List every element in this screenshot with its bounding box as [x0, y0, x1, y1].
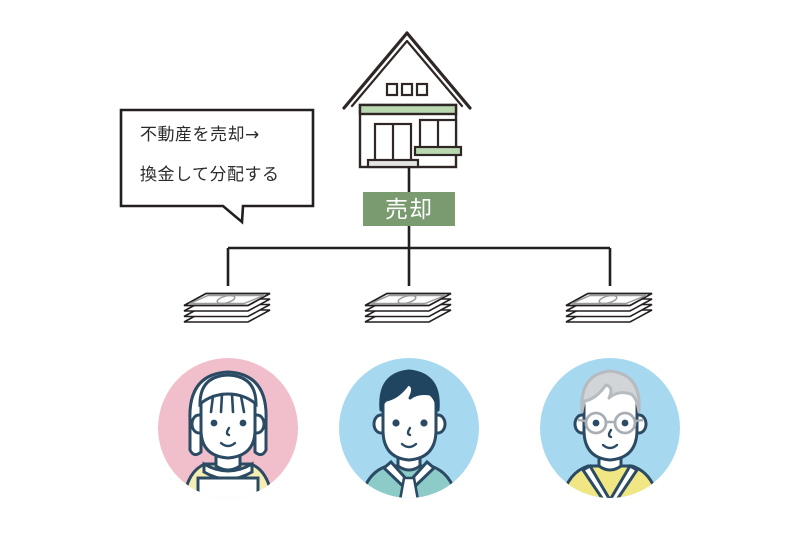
sale-badge-label: 売却 [385, 197, 433, 223]
heir-man-eye-right [420, 419, 428, 427]
money-stack-2 [364, 292, 452, 323]
heir-elder-glasses [577, 411, 644, 435]
heir-elder [540, 358, 680, 498]
heir-man-eye-left [392, 419, 400, 427]
heir-woman [158, 358, 298, 498]
glasses-temple-right [634, 418, 644, 423]
heir-woman-bang-strand-1 [209, 394, 215, 414]
heir-man-hair [379, 369, 440, 412]
heir-man-tie [398, 476, 420, 498]
heir-elder-vneck [580, 463, 640, 498]
heir-elder-nose [607, 428, 613, 439]
heir-elder-body [559, 464, 661, 498]
glasses-temple-left [577, 418, 587, 423]
house-attic-vent-3 [415, 82, 429, 97]
callout-bubble-shape [119, 108, 315, 225]
heir-elder-eye-left [592, 419, 600, 427]
heir-woman-apron-panel [196, 476, 260, 498]
money-stack-1 [183, 292, 271, 323]
sale-badge-box [363, 192, 455, 226]
distribution-connector [226, 167, 612, 286]
house-roof-outer [342, 31, 472, 110]
house-eave-band [358, 103, 458, 116]
heir-woman-eye-left [210, 419, 218, 427]
house-window-sill [413, 145, 463, 157]
money-bill-oval [397, 294, 417, 305]
heir-elder-mouth [601, 443, 619, 450]
heir-elder-eye-right [621, 419, 629, 427]
heir-woman-bang-strand-2 [219, 392, 224, 414]
callout-line-1: 不動産を売却→ [140, 125, 260, 145]
house-attic-vent-2 [400, 82, 414, 97]
house-illustration [342, 31, 472, 169]
heir-man-mouth [400, 442, 418, 449]
sale-badge: 売却 [363, 192, 455, 226]
heir-woman-bang-strand-3 [230, 392, 235, 414]
heir-man [339, 358, 479, 498]
heir-woman-nose [225, 426, 231, 437]
callout-bubble: 不動産を売却→ 換金して分配する [119, 108, 315, 225]
heir-woman-eye-right [239, 419, 247, 427]
heir-man-nose [406, 426, 412, 437]
heir-woman-mouth [219, 441, 237, 448]
callout-line-2: 換金して分配する [140, 165, 280, 185]
money-bill-oval [216, 294, 236, 305]
heir-elder-hair [580, 369, 641, 414]
house-attic-vent-1 [385, 82, 399, 97]
house-roof-inner [350, 39, 464, 108]
house-door-step [366, 158, 420, 169]
money-stack-3 [565, 292, 653, 323]
heir-woman-bang-strand-4 [239, 394, 246, 414]
heir-woman-bangs [198, 373, 258, 408]
money-bill-oval [598, 294, 618, 305]
